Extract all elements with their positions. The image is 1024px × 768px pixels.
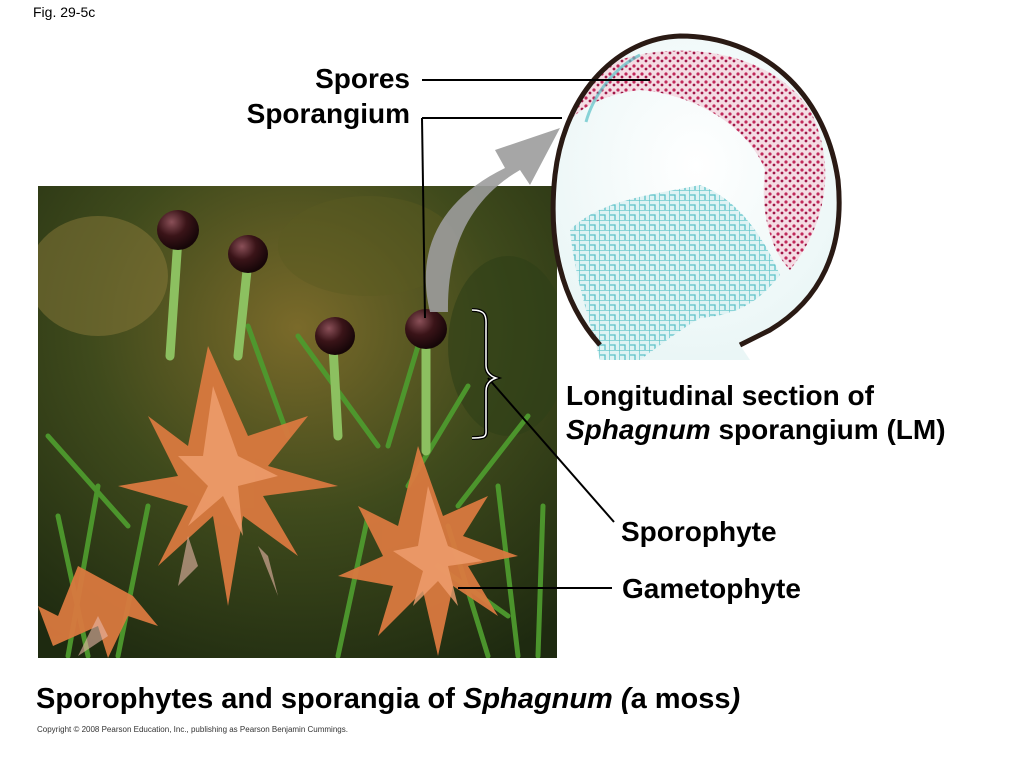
caption-genus: Sphagnum [463,683,613,715]
moss-photograph [38,186,557,658]
copyright-notice: Copyright © 2008 Pearson Education, Inc.… [37,725,348,734]
sporophyte-bracket [471,308,503,440]
section-genus: Sphagnum [566,414,711,445]
longitudinal-section-label: Longitudinal section of Sphagnum sporang… [566,379,946,447]
figure-number: Fig. 29-5c [33,4,96,20]
section-label-line1: Longitudinal section of [566,380,874,411]
enlargement-arrow [425,128,560,312]
caption-open-paren: ( [612,683,631,715]
sporophyte-label: Sporophyte [621,516,777,547]
section-label-rest: sporangium (LM) [710,414,946,445]
sporangium-section-image [550,33,842,360]
caption-middle: a moss [630,683,731,715]
sporangium-leader-capsule [421,117,426,319]
figure-caption: Sporophytes and sporangia of Sphagnum (a… [36,683,740,716]
sporangium-label: Sporangium [246,98,410,129]
section-label-line2: Sphagnum sporangium (LM) [566,413,946,447]
sporophyte-leader [487,377,615,523]
caption-prefix: Sporophytes and sporangia of [36,683,463,715]
spores-label: Spores [315,63,410,94]
caption-close-paren: ) [730,683,741,715]
gametophyte-label: Gametophyte [622,573,801,604]
